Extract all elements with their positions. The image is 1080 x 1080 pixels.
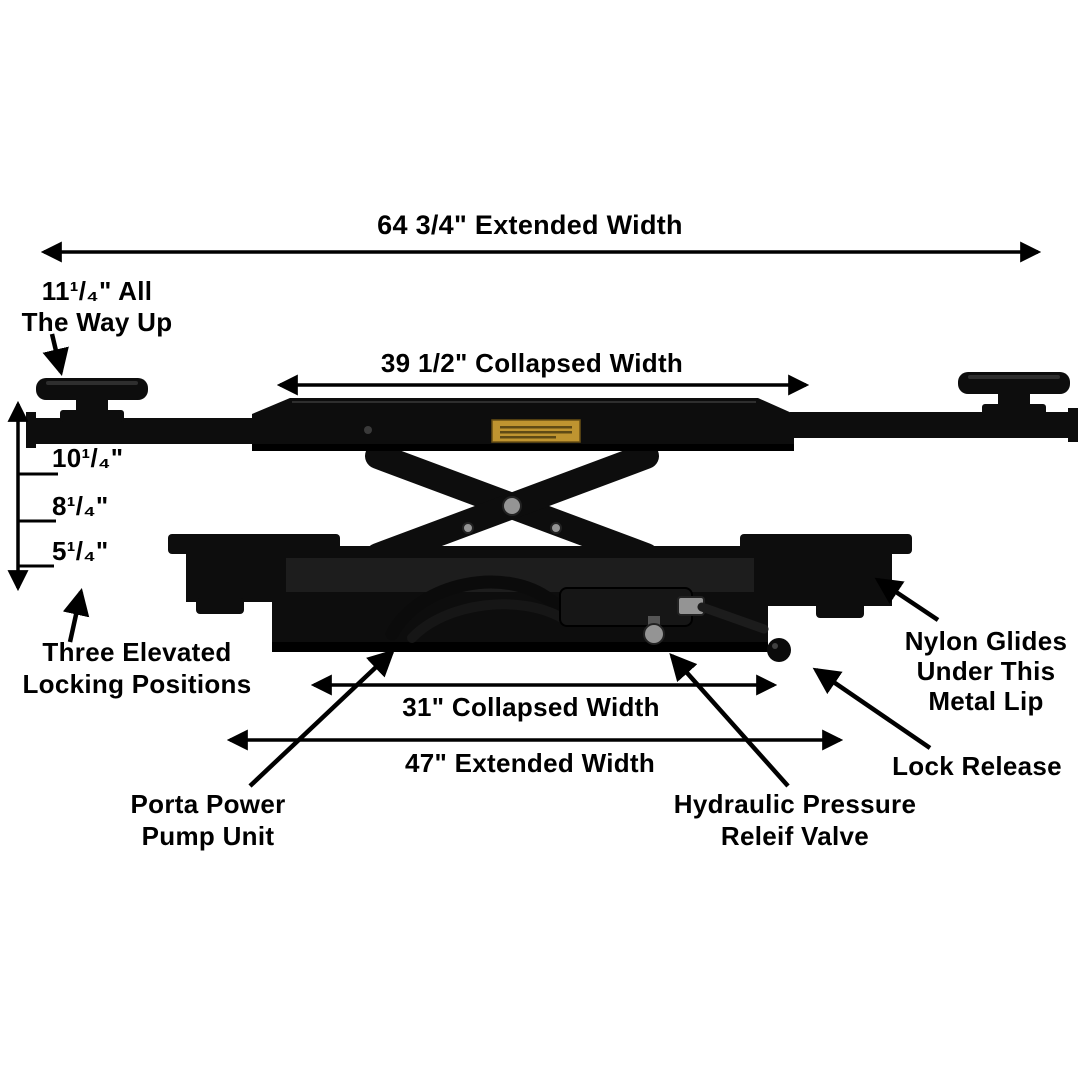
pointer-nylon-glides <box>874 577 940 622</box>
label-porta-power-line2: Pump Unit <box>141 821 275 851</box>
label-porta-power-line1: Porta Power <box>130 789 286 819</box>
label-max-height-line2: The Way Up <box>21 307 173 337</box>
warning-label <box>491 419 581 443</box>
right-metal-lip <box>740 534 912 554</box>
label-max-height: 11¹/₄" All The Way Up <box>22 276 173 338</box>
label-hydraulic-valve-line1: Hydraulic Pressure <box>673 789 917 819</box>
right-arm-endcap <box>1068 408 1078 442</box>
label-lock-release: Lock Release <box>892 751 1062 781</box>
label-porta-power: Porta Power Pump Unit <box>130 788 285 852</box>
left-arm <box>28 418 278 444</box>
scissor-pivot-bolt <box>502 496 522 516</box>
left-nylon-glide <box>196 598 244 614</box>
left-arm-endcap <box>26 412 36 448</box>
pressure-relief-valve <box>643 623 665 645</box>
scissor-mechanism <box>365 443 659 569</box>
label-extended-width-64: 64 3/4" Extended Width <box>377 210 683 240</box>
label-extended-width-47: 47" Extended Width <box>404 748 656 778</box>
label-locking-positions-line2: Locking Positions <box>22 669 252 699</box>
pump-handle <box>697 602 769 634</box>
label-nylon-glides-line2: Under This <box>916 656 1056 686</box>
label-hydraulic-valve-line2: Releif Valve <box>720 821 870 851</box>
pointer-hydraulic-valve <box>669 652 790 788</box>
pointer-max-height <box>42 333 69 376</box>
label-locking-positions: Three Elevated Locking Positions <box>22 636 251 700</box>
left-lift-pad <box>36 378 148 422</box>
label-collapsed-width-39: 39 1/2" Collapsed Width <box>380 348 684 378</box>
label-lock-height-5: 5¹/₄" <box>52 536 109 566</box>
right-nylon-glide <box>816 602 864 618</box>
label-hydraulic-valve: Hydraulic Pressure Releif Valve <box>674 788 916 852</box>
label-nylon-glides-line3: Metal Lip <box>928 686 1044 716</box>
right-arm <box>790 412 1076 438</box>
pointer-locking-positions <box>62 588 90 643</box>
right-lift-pad <box>958 372 1070 416</box>
hydraulic-assembly <box>385 575 791 662</box>
label-collapsed-width-31: 31" Collapsed Width <box>402 692 660 722</box>
pointer-porta-power <box>248 649 395 788</box>
platform-bolt <box>364 426 372 434</box>
pointer-lock-release <box>812 667 932 750</box>
label-lock-height-8: 8¹/₄" <box>52 491 109 521</box>
jack-machine <box>26 372 1078 662</box>
label-lock-height-10: 10¹/₄" <box>52 443 124 473</box>
label-locking-positions-line1: Three Elevated <box>42 637 232 667</box>
label-nylon-glides-line1: Nylon Glides <box>904 626 1068 656</box>
label-nylon-glides: Nylon Glides Under This Metal Lip <box>905 626 1068 716</box>
label-max-height-line1: 11¹/₄" All <box>41 276 153 306</box>
